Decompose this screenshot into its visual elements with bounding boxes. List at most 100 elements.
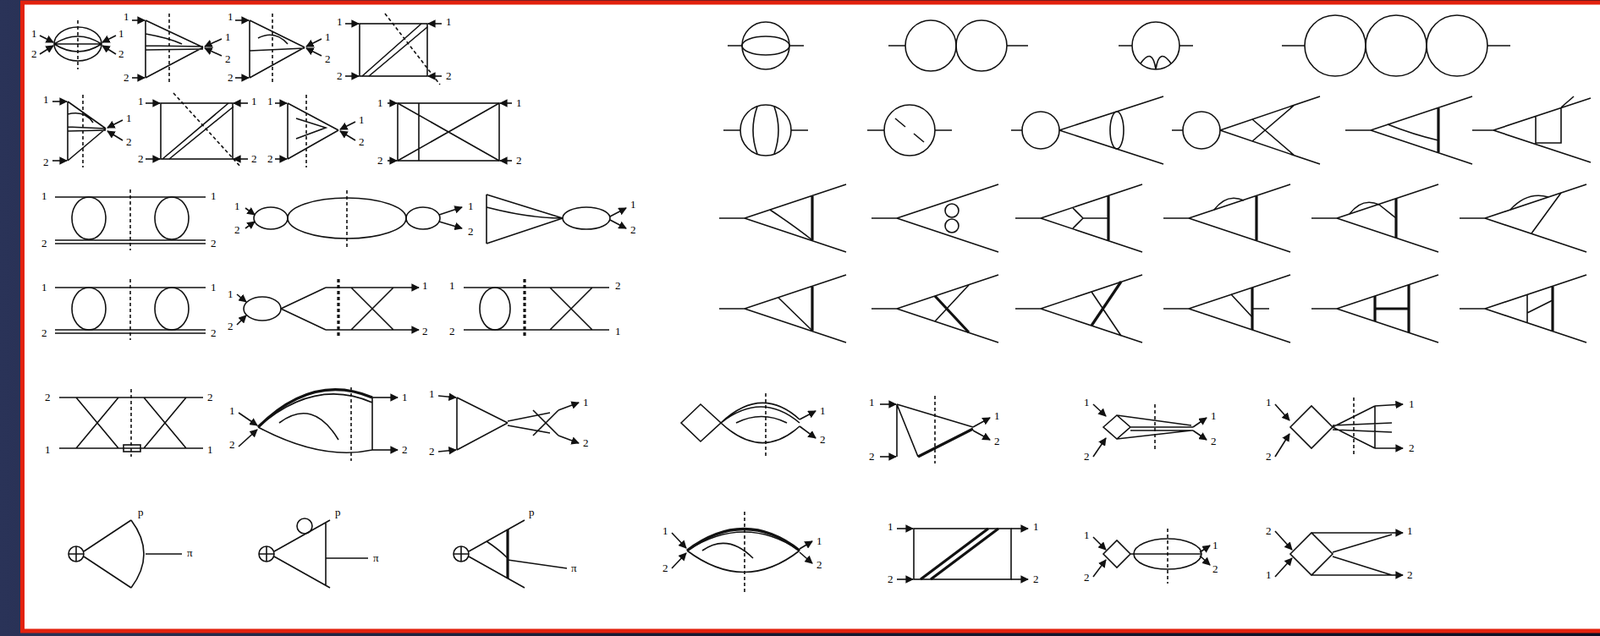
bubble-slash-diagram bbox=[867, 104, 952, 156]
leg-label: 2 bbox=[40, 326, 49, 340]
source-vertex-diagram bbox=[453, 520, 567, 589]
leg-label: 1 bbox=[1406, 524, 1414, 538]
leg-label: 2 bbox=[1264, 450, 1273, 463]
leg-label: 2 bbox=[43, 390, 52, 404]
leg-label: 2 bbox=[993, 434, 1001, 448]
leg-label: 2 bbox=[376, 153, 385, 167]
leg-label: 2 bbox=[324, 52, 332, 66]
leg-label: 1 bbox=[582, 395, 590, 409]
leg-label: 1 bbox=[886, 520, 895, 534]
leg-label: 1 bbox=[467, 199, 475, 213]
leg-label: 2 bbox=[206, 390, 215, 404]
leg-label: 2 bbox=[1406, 568, 1414, 582]
leg-label: 2 bbox=[467, 225, 475, 238]
leg-label: 1 bbox=[401, 390, 409, 404]
leg-label: p bbox=[527, 505, 536, 519]
leg-label: 2 bbox=[30, 47, 39, 61]
leg-label: 1 bbox=[1209, 409, 1218, 423]
slide-panel bbox=[22, 2, 1600, 632]
leg-label: 1 bbox=[335, 15, 344, 28]
diamond-lines-diagram bbox=[1275, 531, 1403, 578]
leg-label: 1 bbox=[993, 409, 1001, 423]
leg-label: 1 bbox=[819, 404, 827, 418]
leg-label: 2 bbox=[428, 445, 436, 458]
leg-label: 1 bbox=[629, 197, 638, 211]
diamond-triangle-diagram bbox=[1275, 397, 1403, 457]
leg-label: 2 bbox=[629, 223, 638, 237]
zigzag-cut-diagram bbox=[879, 395, 990, 464]
ladder-cut-diagram bbox=[54, 279, 206, 341]
leg-label: 1 bbox=[117, 27, 126, 40]
leg-label: 1 bbox=[614, 324, 622, 338]
box-band-diagram bbox=[896, 528, 1029, 580]
leg-label: 1 bbox=[43, 443, 52, 457]
leg-label: 2 bbox=[1211, 562, 1220, 576]
sunset-cut-diagram bbox=[39, 20, 116, 70]
vertex-diagram bbox=[719, 184, 847, 253]
leg-label: 2 bbox=[137, 152, 145, 165]
leg-label: 1 bbox=[661, 524, 670, 538]
vertex-diagram bbox=[1015, 184, 1143, 253]
leg-label: 2 bbox=[335, 69, 344, 83]
diamond-triangle-diagram bbox=[1093, 404, 1207, 457]
leg-label: 1 bbox=[376, 96, 385, 110]
arc-cut-diagram bbox=[671, 511, 813, 593]
sunset-diagram bbox=[727, 21, 804, 70]
vertex-diagram bbox=[1311, 274, 1439, 343]
source-vertex-diagram bbox=[68, 520, 182, 589]
leg-label: 1 bbox=[357, 113, 366, 127]
leg-label: 2 bbox=[250, 152, 259, 165]
leg-label: π bbox=[186, 546, 194, 560]
bubble-cross-diagram bbox=[236, 279, 419, 339]
bubble-vertex-diagram bbox=[1011, 96, 1164, 165]
leg-label: 1 bbox=[1264, 568, 1273, 582]
leg-label: 2 bbox=[228, 438, 237, 451]
triangle-cut-diagram bbox=[131, 13, 222, 83]
leg-label: 2 bbox=[515, 153, 523, 167]
bubble-vertex-diagram bbox=[1171, 96, 1320, 165]
vertex-diagram bbox=[871, 184, 999, 253]
leg-label: p bbox=[137, 505, 145, 519]
leg-label: 1 bbox=[250, 94, 259, 108]
leg-label: 1 bbox=[448, 279, 457, 292]
leg-label: 2 bbox=[266, 152, 275, 165]
bubble-arcs-diagram bbox=[1118, 21, 1194, 70]
leg-label: 1 bbox=[209, 189, 218, 203]
diamond-bubble-diagram bbox=[1093, 528, 1210, 584]
leg-label: 2 bbox=[122, 71, 131, 84]
leg-label: 1 bbox=[1032, 520, 1040, 534]
leg-label: 2 bbox=[1209, 434, 1218, 448]
leg-label: π bbox=[570, 561, 578, 575]
leg-label: 1 bbox=[30, 27, 39, 40]
source-vertex-diagram bbox=[258, 518, 369, 589]
leg-label: 2 bbox=[614, 279, 622, 292]
leg-label: 1 bbox=[324, 30, 332, 44]
leg-label: 2 bbox=[40, 236, 49, 250]
vertex-diagram bbox=[871, 274, 999, 343]
leg-label: 1 bbox=[137, 94, 145, 108]
triangle-cross-diagram bbox=[438, 395, 579, 452]
double-cross-diagram bbox=[59, 389, 204, 457]
leg-label: 2 bbox=[226, 71, 235, 84]
leg-label: 1 bbox=[125, 111, 133, 125]
leg-label: 1 bbox=[1083, 528, 1091, 542]
ladder-cut-diagram bbox=[54, 189, 206, 251]
leg-label: 1 bbox=[1083, 395, 1091, 409]
leg-label: 2 bbox=[1264, 524, 1273, 538]
leg-label: 1 bbox=[226, 10, 235, 23]
leg-label: 2 bbox=[445, 69, 453, 83]
leg-label: 1 bbox=[42, 93, 50, 106]
leg-label: p bbox=[334, 505, 342, 519]
leg-label: 1 bbox=[515, 96, 523, 110]
leg-label: 2 bbox=[224, 52, 232, 66]
triangle-cut-diagram bbox=[52, 94, 123, 168]
leg-label: 1 bbox=[868, 395, 876, 409]
leg-label: 1 bbox=[40, 189, 49, 203]
leg-label: 2 bbox=[819, 433, 827, 446]
leg-label: 1 bbox=[428, 387, 436, 401]
leg-label: 2 bbox=[1083, 571, 1091, 584]
leg-label: 1 bbox=[226, 287, 235, 301]
box-cross-diagram bbox=[387, 103, 512, 161]
